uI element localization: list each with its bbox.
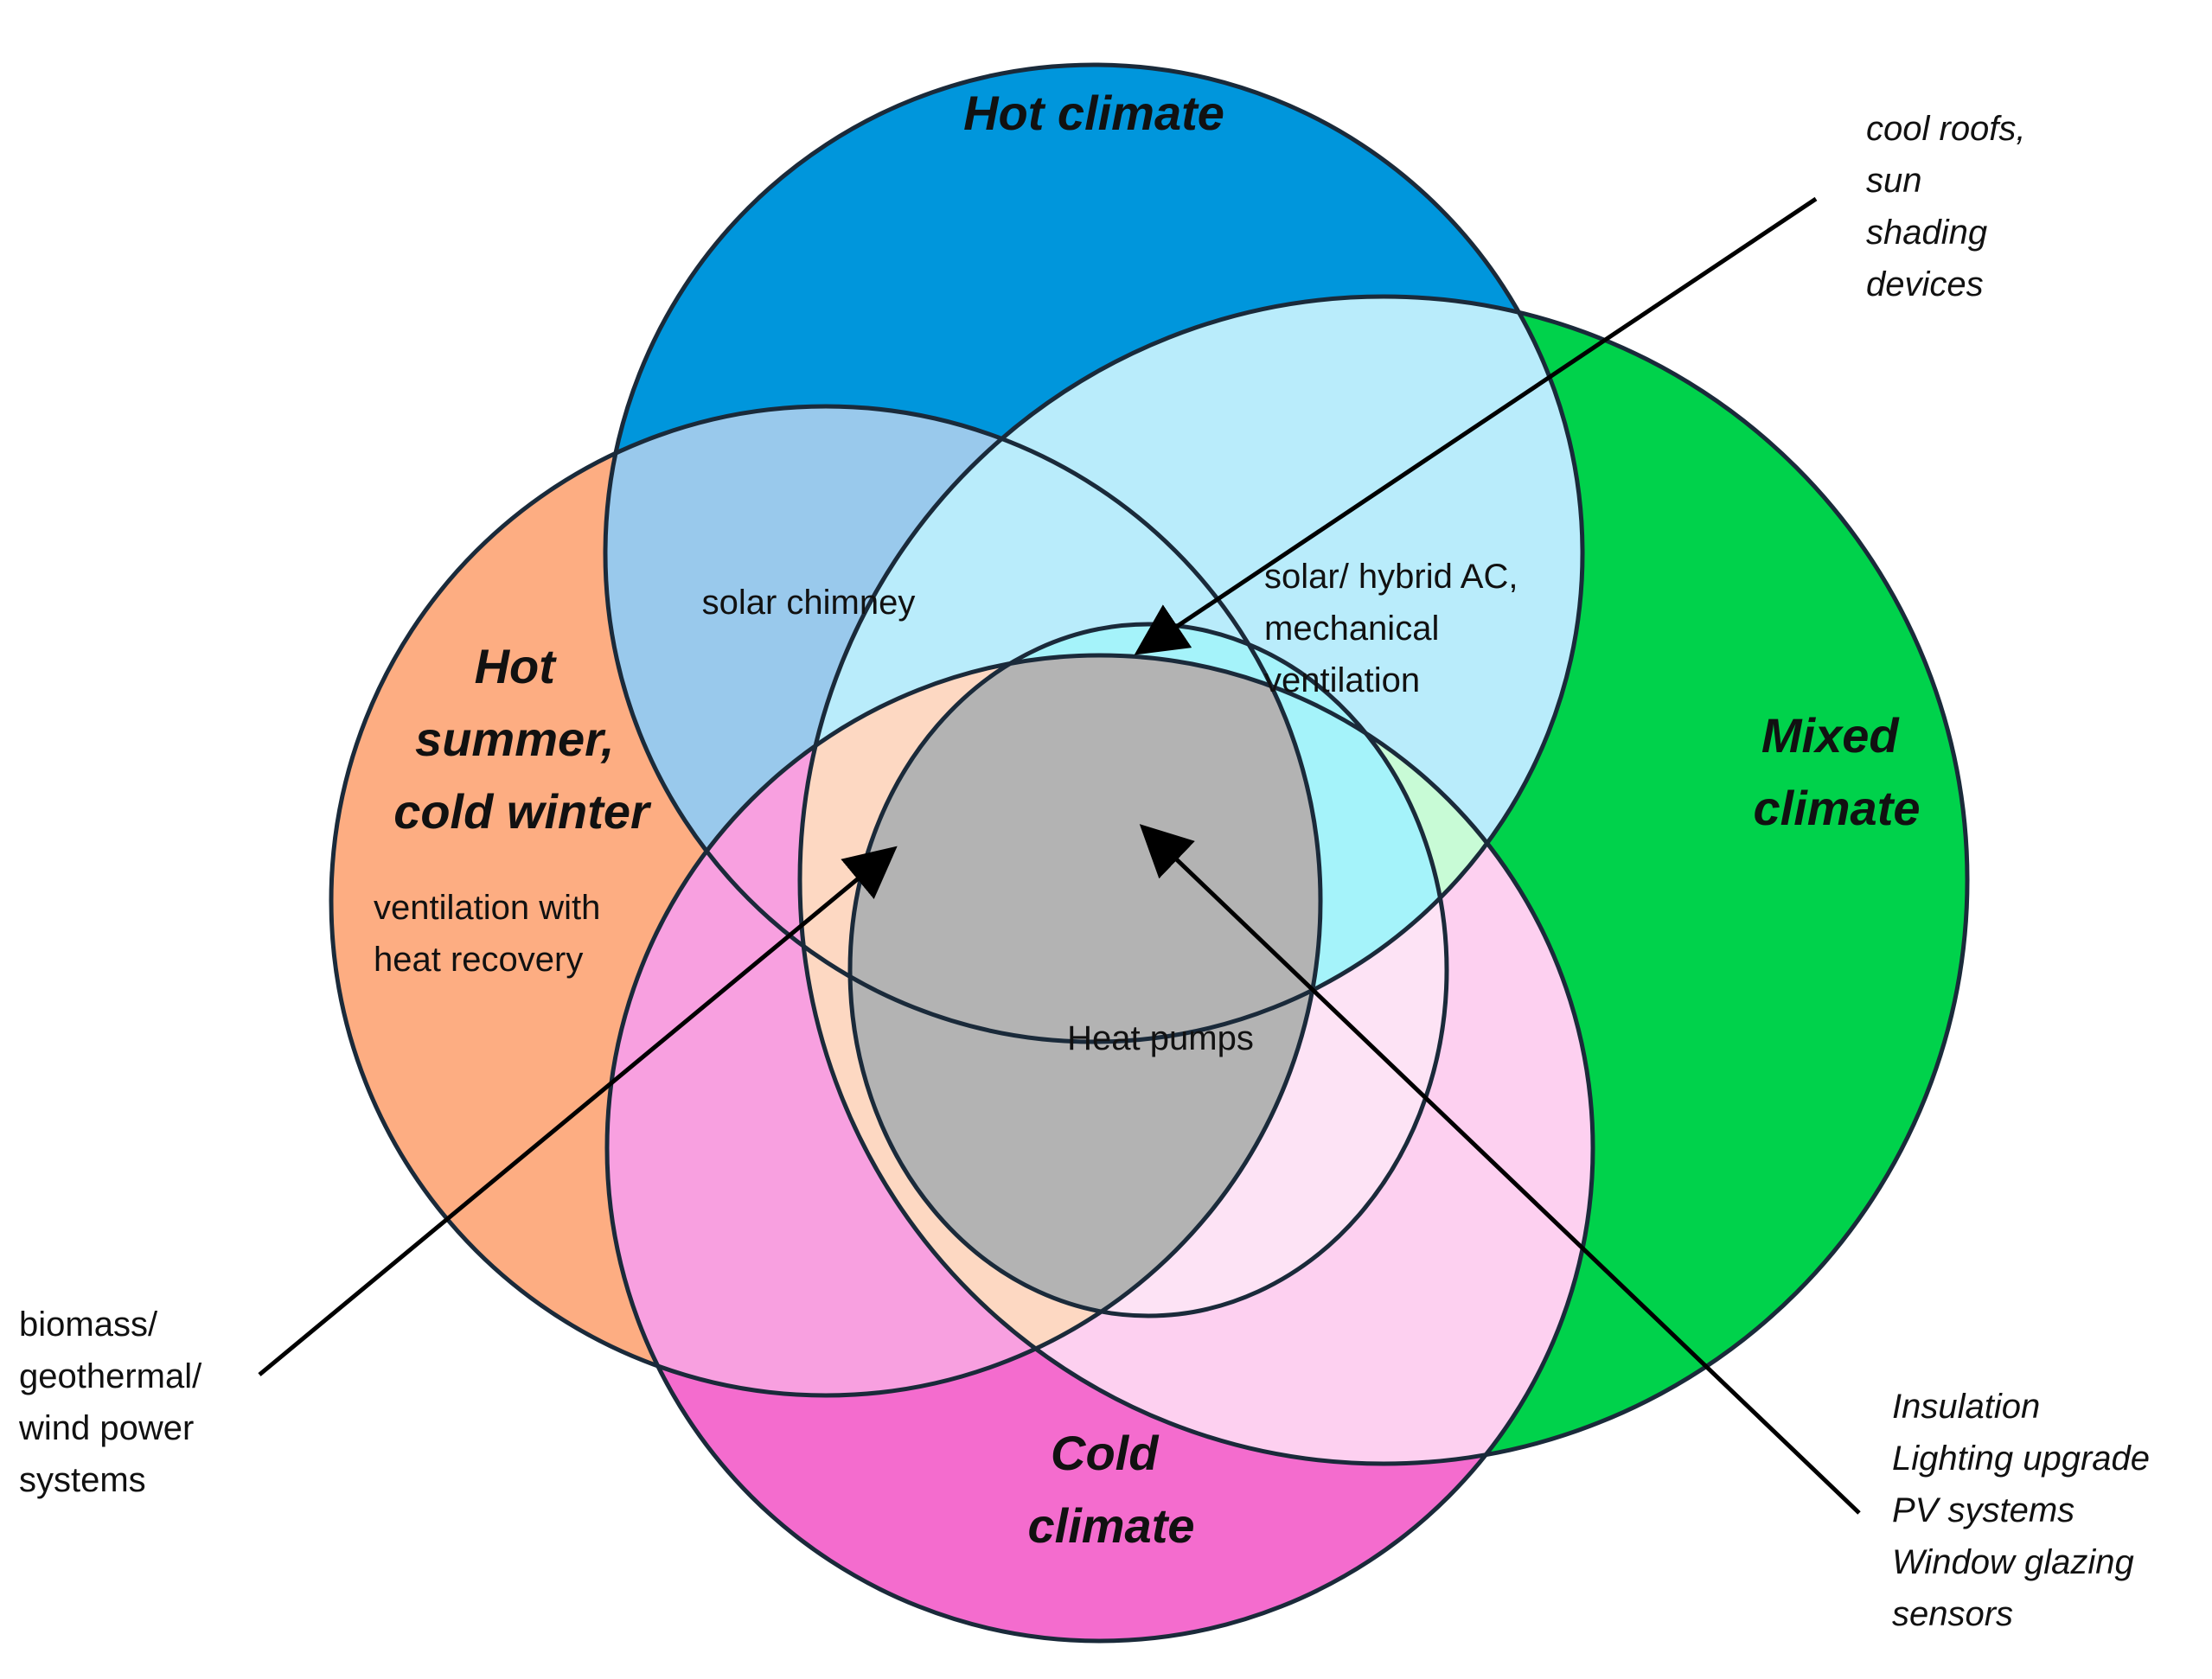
hot-climate-outline bbox=[603, 62, 1585, 1044]
callout-arrows bbox=[258, 196, 1861, 1515]
solar-hybrid-ac-label: solar/ hybrid AC, mechanical ventilation bbox=[1264, 558, 1528, 699]
insulation-arrow bbox=[1139, 824, 1861, 1515]
hot-summer-cold-winter-outline bbox=[329, 404, 1323, 1398]
cold-climate-title: Cold climate bbox=[1028, 1426, 1195, 1553]
hot-summer-cold-winter-title: Hot summer, cold winter bbox=[393, 639, 652, 839]
insulation-callout: Insulation Lighting upgrade PV systems W… bbox=[1892, 1388, 2159, 1633]
solar-chimney-label: solar chimney bbox=[702, 584, 916, 622]
mixed-climate-outline bbox=[797, 294, 1970, 1466]
hot-climate-title: Hot climate bbox=[963, 86, 1224, 140]
biomass-callout: biomass/ geothermal/ wind power systems bbox=[18, 1306, 211, 1499]
cool-roofs-callout: cool roofs, sun shading devices bbox=[1866, 110, 2036, 303]
heat-pumps-label: Heat pumps bbox=[1067, 1019, 1254, 1057]
mixed-climate-title: Mixed climate bbox=[1754, 708, 1921, 835]
circle-outlines bbox=[329, 62, 1970, 1644]
cool-roofs-arrow bbox=[1134, 196, 1818, 655]
cold-climate-outline bbox=[604, 653, 1595, 1644]
biomass-arrow bbox=[258, 846, 898, 1376]
ventilation-heat-recovery-label: ventilation with heat recovery bbox=[374, 889, 611, 979]
